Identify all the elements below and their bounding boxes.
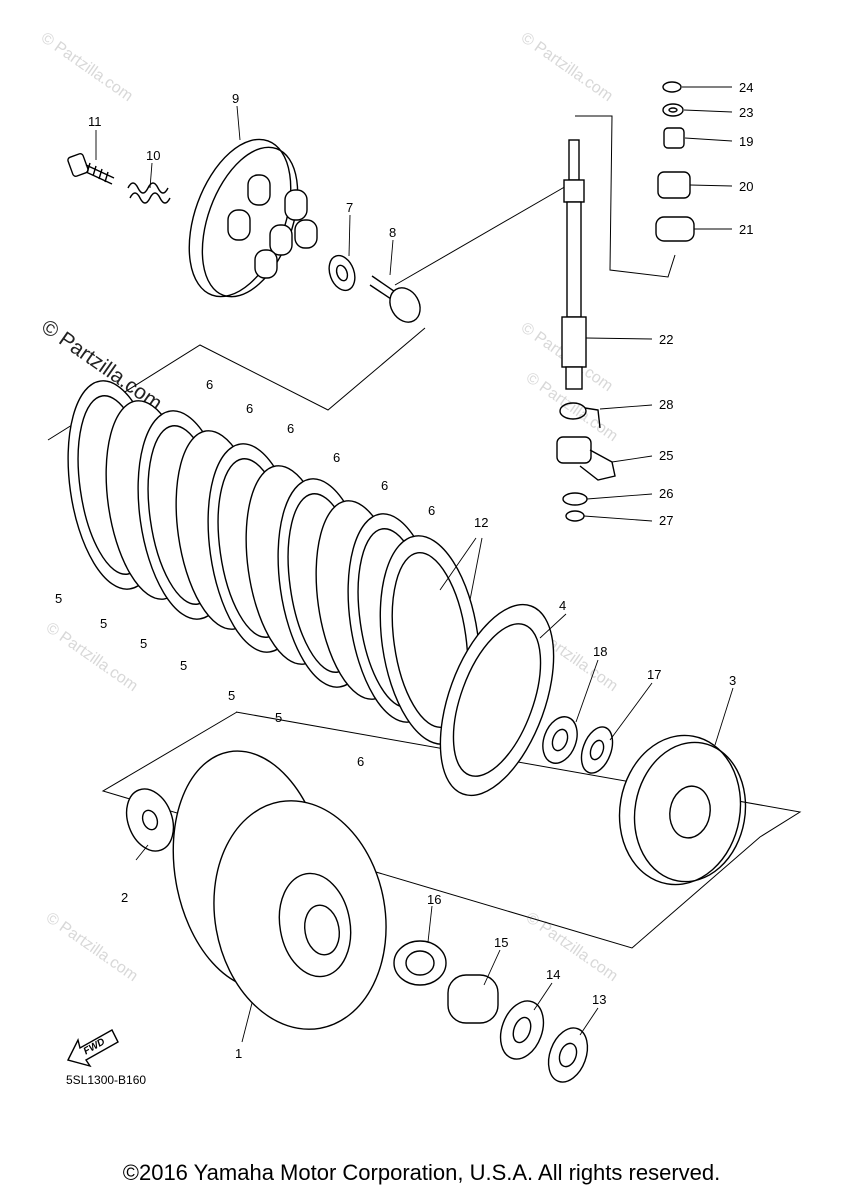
- part-1-clutch-housing: [172, 750, 387, 1030]
- callout-11: 11: [88, 114, 102, 129]
- part-17-washer: [580, 726, 614, 774]
- part-3-clutch-boss: [618, 734, 747, 886]
- part-21-collar: [655, 216, 695, 242]
- diagram-code: 5SL1300-B160: [66, 1073, 147, 1087]
- callout-19: 19: [739, 134, 753, 149]
- part-10-spring: [127, 182, 171, 204]
- copyright-footer: ©2016 Yamaha Motor Corporation, U.S.A. A…: [122, 1160, 721, 1185]
- callout-6c: 6: [287, 421, 294, 436]
- callout-5e: 5: [228, 688, 235, 703]
- part-8-push-rod: [369, 275, 421, 323]
- callout-2: 2: [121, 890, 128, 905]
- callout-20: 20: [739, 179, 753, 194]
- part-23-washer: [662, 103, 684, 117]
- callout-13: 13: [592, 992, 606, 1007]
- callout-numbers: 24 23 19 20 21 22 28 25 26 27 9 11 10 7 …: [55, 80, 753, 1061]
- callout-6b: 6: [246, 401, 253, 416]
- part-9-pressure-plate: [188, 138, 318, 298]
- callout-6d: 6: [333, 450, 340, 465]
- callout-5a: 5: [55, 591, 62, 606]
- watermark-tile: © Partzilla.com: [518, 29, 616, 105]
- callout-24: 24: [739, 80, 753, 95]
- fwd-arrow-icon: FWD: [66, 1029, 119, 1068]
- part-22-shaft: [561, 139, 587, 390]
- part-16-needle-bearing: [393, 940, 447, 986]
- callout-18: 18: [593, 644, 607, 659]
- callout-6f: 6: [428, 503, 435, 518]
- callout-1: 1: [235, 1046, 242, 1061]
- callout-3: 3: [729, 673, 736, 688]
- watermark-tile: © Partzilla.com: [523, 909, 621, 985]
- part-4-plate: [439, 603, 555, 797]
- watermark-tile: © Partzilla.com: [43, 909, 141, 985]
- part-28-spring: [559, 402, 601, 429]
- part-24-circlip: [662, 81, 682, 93]
- callout-5b: 5: [100, 616, 107, 631]
- part-18-nut: [542, 716, 578, 764]
- part-20-bearing: [657, 171, 691, 199]
- callout-6a: 6: [206, 377, 213, 392]
- part-13-nut: [547, 1027, 589, 1083]
- watermark-tile: © Partzilla.com: [38, 29, 136, 105]
- part-19-bearing: [663, 127, 685, 149]
- callout-5f: 5: [275, 710, 282, 725]
- callout-10: 10: [146, 148, 160, 163]
- callout-27: 27: [659, 513, 673, 528]
- callout-5c: 5: [140, 636, 147, 651]
- clutch-plate-stack: [67, 380, 481, 745]
- callout-23: 23: [739, 105, 753, 120]
- callout-12: 12: [474, 515, 488, 530]
- callout-7: 7: [346, 200, 353, 215]
- part-26-washer: [562, 492, 588, 506]
- callout-5d: 5: [180, 658, 187, 673]
- callout-9: 9: [232, 91, 239, 106]
- part-2-thrust-washer: [125, 788, 175, 852]
- callout-25: 25: [659, 448, 673, 463]
- callout-22: 22: [659, 332, 673, 347]
- callout-6e: 6: [381, 478, 388, 493]
- callout-15: 15: [494, 935, 508, 950]
- callout-14: 14: [546, 967, 560, 982]
- callout-leaders: [95, 86, 734, 1043]
- part-27-clip: [565, 510, 585, 522]
- callout-21: 21: [739, 222, 753, 237]
- callout-4: 4: [559, 598, 566, 613]
- part-25-lever: [556, 436, 616, 481]
- watermark-tile: © Partzilla.com: [43, 619, 141, 695]
- part-14-washer: [499, 1000, 545, 1060]
- callout-8: 8: [389, 225, 396, 240]
- part-7-bearing: [328, 254, 356, 292]
- part-11-bolt: [67, 153, 115, 185]
- part-15-spacer: [447, 974, 499, 1024]
- callout-26: 26: [659, 486, 673, 501]
- callout-17: 17: [647, 667, 661, 682]
- callout-16: 16: [427, 892, 441, 907]
- callout-6g: 6: [357, 754, 364, 769]
- callout-28: 28: [659, 397, 673, 412]
